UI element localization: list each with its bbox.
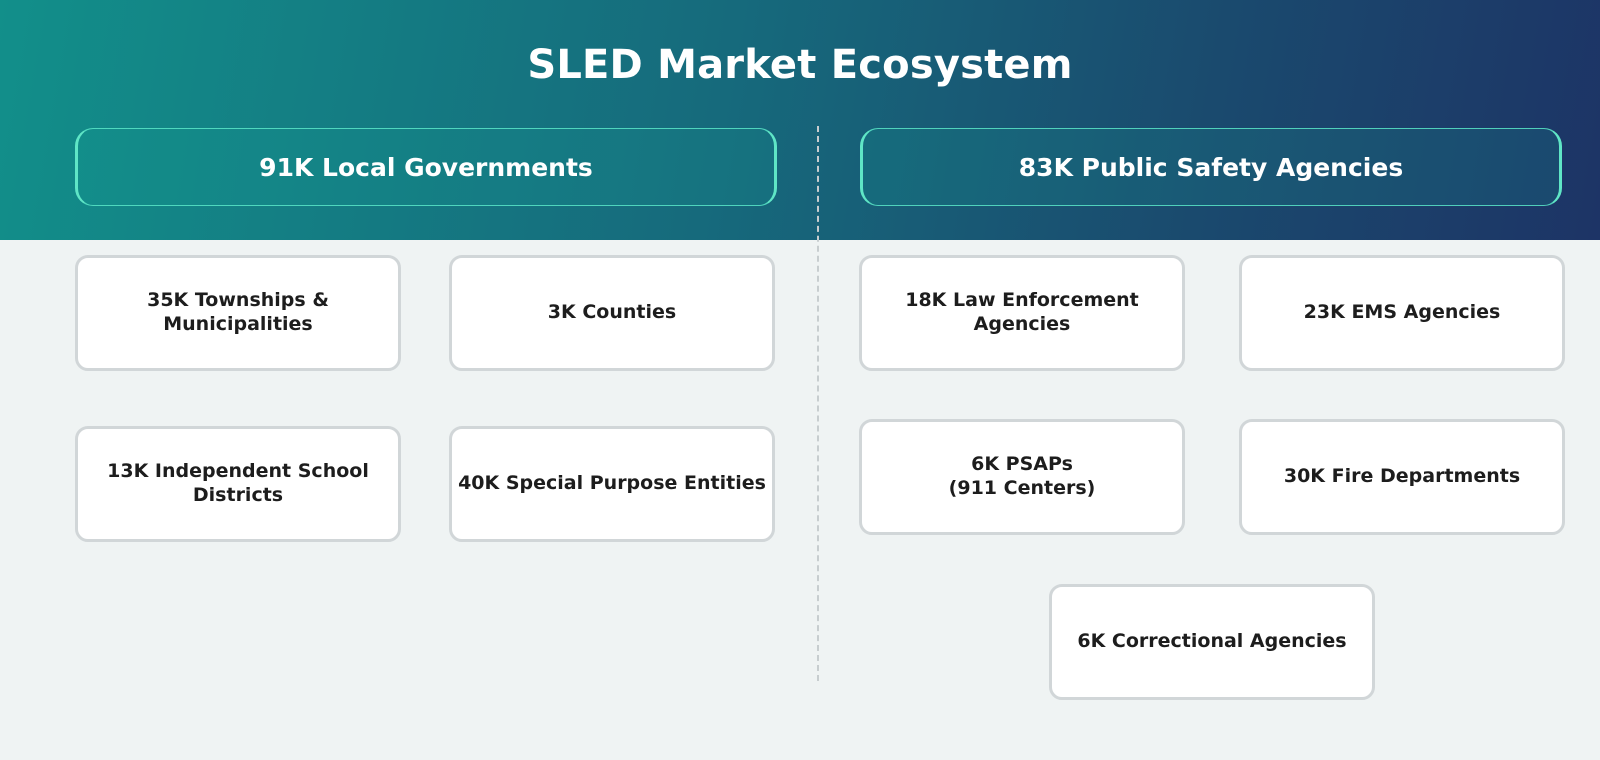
card-law-enforcement-agencies: 18K Law Enforcement Agencies xyxy=(859,255,1185,371)
card-independent-school-districts: 13K Independent School Districts xyxy=(75,426,401,542)
card-correctional-agencies: 6K Correctional Agencies xyxy=(1049,584,1375,700)
card-counties: 3K Counties xyxy=(449,255,775,371)
card-townships-municipalities: 35K Townships & Municipalities xyxy=(75,255,401,371)
page-title: SLED Market Ecosystem xyxy=(527,42,1073,88)
card-psaps-line-2: (911 Centers) xyxy=(948,477,1096,499)
card-ems-agencies: 23K EMS Agencies xyxy=(1239,255,1565,371)
group-divider xyxy=(817,126,819,681)
card-special-purpose-entities: 40K Special Purpose Entities xyxy=(449,426,775,542)
card-fire-departments: 30K Fire Departments xyxy=(1239,419,1565,535)
group-header-public-safety: 83K Public Safety Agencies xyxy=(860,128,1562,206)
group-header-local-governments: 91K Local Governments xyxy=(75,128,777,206)
card-psaps-line-1: 6K PSAPs xyxy=(971,453,1073,476)
card-psaps: 6K PSAPs (911 Centers) xyxy=(859,419,1185,535)
header-band xyxy=(0,0,1600,240)
